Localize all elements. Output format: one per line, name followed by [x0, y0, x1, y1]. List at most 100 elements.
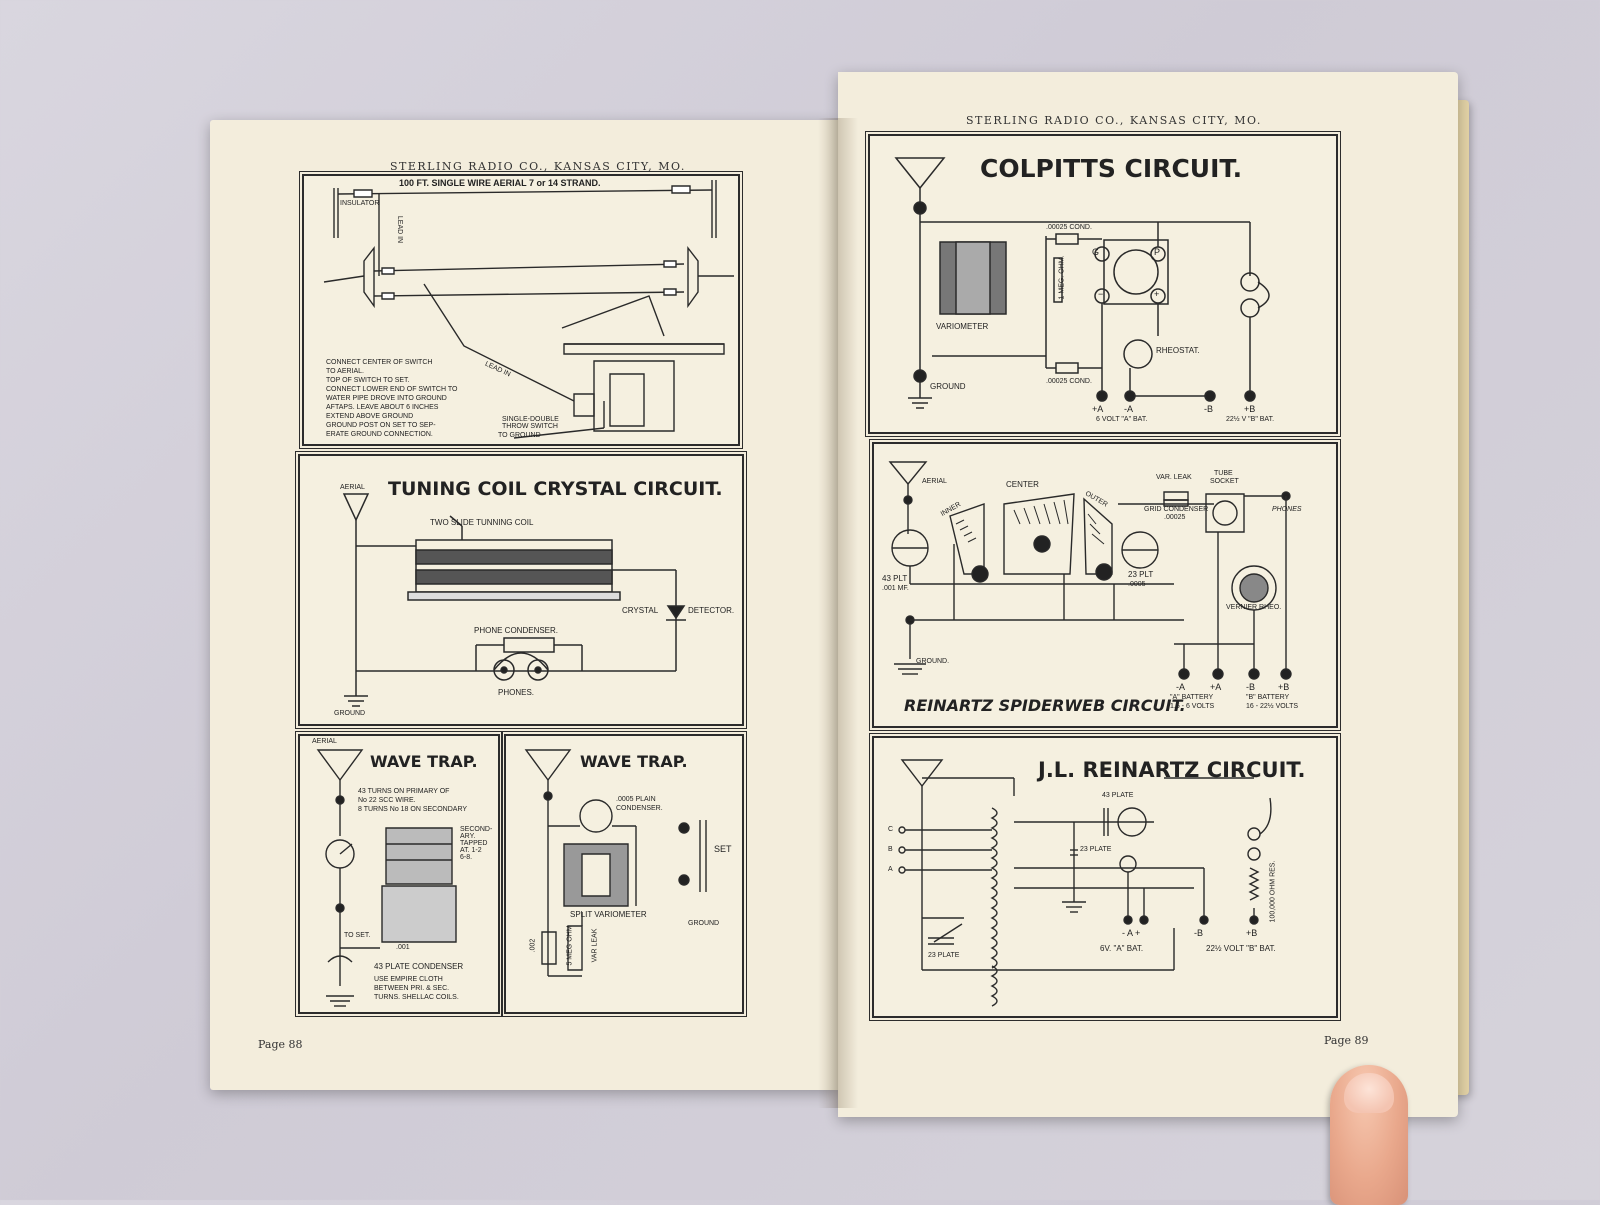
- wave-trap-title-2: WAVE TRAP.: [580, 752, 688, 771]
- plate23-label: 23 PLATE: [1080, 846, 1112, 853]
- tuning-coil-title: TUNING COIL CRYSTAL CIRCUIT.: [388, 478, 723, 500]
- spiderweb-diagram: [874, 444, 1336, 726]
- vernier-label: VERNIER RHEO.: [1226, 604, 1282, 611]
- insulator-label: INSULATOR: [340, 200, 380, 207]
- grid-condenser-line: .00025: [1164, 514, 1186, 521]
- phone-condenser-label: PHONE CONDENSER.: [474, 626, 559, 635]
- cond-bottom-label: .00025 COND.: [1046, 378, 1092, 385]
- tap-label: A: [888, 866, 893, 873]
- instruction-line: CONNECT CENTER OF SWITCH: [326, 359, 433, 366]
- ground-label: GROUND: [334, 710, 366, 717]
- ohm-label: 5 MEG OHM: [566, 925, 574, 966]
- plt43-line: .001 MF.: [882, 585, 909, 592]
- center-label: CENTER: [1006, 480, 1039, 489]
- a-bat-label: 6 VOLT "A" BAT.: [1096, 416, 1148, 423]
- aerial-label: AERIAL: [340, 484, 365, 491]
- lead-in-vertical-label: LEAD IN: [396, 215, 404, 244]
- terminal-label: +B: [1244, 404, 1256, 414]
- terminal-label: +A: [1210, 682, 1222, 692]
- instruction-line: WATER PIPE DROVE INTO GROUND: [326, 395, 447, 402]
- tube-socket-line: TUBE: [1214, 470, 1233, 477]
- fingernail: [1344, 1073, 1394, 1113]
- left-page: STERLING RADIO CO., KANSAS CITY, MO.: [210, 120, 838, 1090]
- condenser-line: .0005 PLAIN: [616, 796, 656, 803]
- page-number: Page 89: [1324, 1034, 1369, 1047]
- coil-label: TWO SLIDE TUNNING COIL: [430, 518, 534, 527]
- b-battery-line: 16 - 22½ VOLTS: [1246, 703, 1299, 710]
- detector-label: DETECTOR.: [688, 606, 735, 615]
- switch-label: SINGLE-DOUBLE THROW SWITCH: [502, 416, 559, 430]
- secondary-line: TAPPED: [460, 840, 488, 847]
- meg-label: 1 MEG. OHM.: [1058, 255, 1066, 300]
- tuning-coil-panel: AERIAL TUNING COIL CRYSTAL CIRCUIT. TWO …: [295, 451, 747, 729]
- use-line: TURNS. SHELLAC COILS.: [374, 994, 459, 1001]
- aerial-diagram: [304, 176, 738, 444]
- a-bat-label: 6V. "A" BAT.: [1100, 944, 1144, 953]
- spiderweb-title: REINARTZ SPIDERWEB CIRCUIT.: [904, 696, 1186, 715]
- tap-label: B: [888, 846, 893, 853]
- terminal-label: -A: [1176, 682, 1185, 692]
- a-terms-label: - A +: [1122, 928, 1141, 938]
- instruction-line: ERATE GROUND CONNECTION.: [326, 431, 433, 438]
- grid-condenser-line: GRID CONDENSER: [1144, 506, 1209, 513]
- page-number: Page 88: [258, 1038, 303, 1051]
- p-label: P: [1154, 247, 1161, 257]
- tuning-coil-diagram: [300, 456, 742, 724]
- phones-label: PHONES.: [498, 688, 535, 697]
- page-header: STERLING RADIO CO., KANSAS CITY, MO.: [966, 114, 1262, 127]
- right-page: STERLING RADIO CO., KANSAS CITY, MO.: [838, 72, 1458, 1117]
- reinartz-spiderweb-panel: AERIAL INNER CENTER OUTER VAR. LEAK TUBE…: [869, 439, 1341, 731]
- note-line: 8 TURNS No 18 ON SECONDARY: [358, 806, 468, 813]
- a-battery-line: 1.5 - 6 VOLTS: [1170, 703, 1215, 710]
- condenser-line: CONDENSER.: [616, 805, 663, 812]
- instruction-line: AFTAPS. LEAVE ABOUT 6 INCHES: [326, 404, 439, 411]
- secondary-line: AT. 1-2: [460, 847, 482, 854]
- wave-trap-diagram-2: [506, 736, 742, 1012]
- wave-trap-diagram-1: [300, 736, 498, 1012]
- to-ground-label: TO GROUND: [498, 432, 541, 439]
- value-label: .002: [529, 938, 537, 953]
- b-bat-label: 22½ V "B" BAT.: [1226, 416, 1275, 423]
- variometer-label: VARIOMETER: [936, 322, 989, 331]
- plt43-line: 43 PLT: [882, 574, 908, 583]
- jl-reinartz-diagram: [874, 738, 1336, 1016]
- aerial-title: 100 FT. SINGLE WIRE AERIAL 7 or 14 STRAN…: [399, 178, 601, 188]
- condenser-label: 43 PLATE CONDENSER: [374, 962, 464, 971]
- crystal-label: CRYSTAL: [622, 606, 659, 615]
- g-label: G: [1092, 247, 1100, 257]
- rheostat-label: RHEOSTAT.: [1156, 346, 1200, 355]
- aerial-instructions: CONNECT CENTER OF SWITCH TO AERIAL. TOP …: [326, 358, 457, 439]
- terminal-label: -A: [1124, 404, 1133, 414]
- secondary-line: 6-8.: [460, 854, 473, 861]
- secondary-line: ARY.: [460, 833, 476, 840]
- a-battery-line: "A" BATTERY: [1170, 694, 1214, 701]
- plate23b-label: 23 PLATE: [928, 952, 960, 959]
- instruction-line: TO AERIAL.: [326, 368, 364, 375]
- instruction-line: GROUND POST ON SET TO SEP-: [326, 422, 436, 429]
- note-line: 43 TURNS ON PRIMARY OF: [358, 788, 450, 795]
- instruction-line: CONNECT LOWER END OF SWITCH TO: [326, 386, 458, 393]
- use-line: BETWEEN PRI. & SEC.: [374, 985, 450, 992]
- resistor-label: 100,000 OHM RES.: [1269, 860, 1277, 923]
- instruction-line: TOP OF SWITCH TO SET.: [326, 377, 410, 384]
- minus-label: −: [1098, 289, 1104, 299]
- finger: [1330, 1065, 1408, 1205]
- secondary-line: SECOND-: [460, 826, 493, 833]
- var-leak-label: VAR. LEAK: [1156, 474, 1192, 481]
- leak-label: VAR LEAK: [591, 928, 599, 963]
- b-battery-line: "B" BATTERY: [1246, 694, 1290, 701]
- b-bat-label: 22½ VOLT "B" BAT.: [1206, 944, 1276, 953]
- aerial-installation-panel: 100 FT. SINGLE WIRE AERIAL 7 or 14 STRAN…: [299, 171, 743, 449]
- use-line: USE EMPIRE CLOTH: [374, 976, 443, 983]
- colpitts-title: COLPITTS CIRCUIT.: [980, 154, 1243, 183]
- wave-trap-panel-1: AERIAL WAVE TRAP. 43 TURNS ON PRIMARY OF…: [295, 731, 503, 1017]
- cond-top-label: .00025 COND.: [1046, 224, 1092, 231]
- page-header: STERLING RADIO CO., KANSAS CITY, MO.: [390, 160, 686, 173]
- plus-label: +: [1154, 289, 1160, 299]
- minus-b-label: -B: [1194, 928, 1203, 938]
- wave-trap-title-1: WAVE TRAP.: [370, 752, 478, 771]
- jl-reinartz-title: J.L. REINARTZ CIRCUIT.: [1038, 758, 1306, 782]
- tap-label: C: [888, 826, 894, 833]
- plt23-line: 23 PLT: [1128, 570, 1154, 579]
- ground-label: GROUND.: [916, 658, 950, 665]
